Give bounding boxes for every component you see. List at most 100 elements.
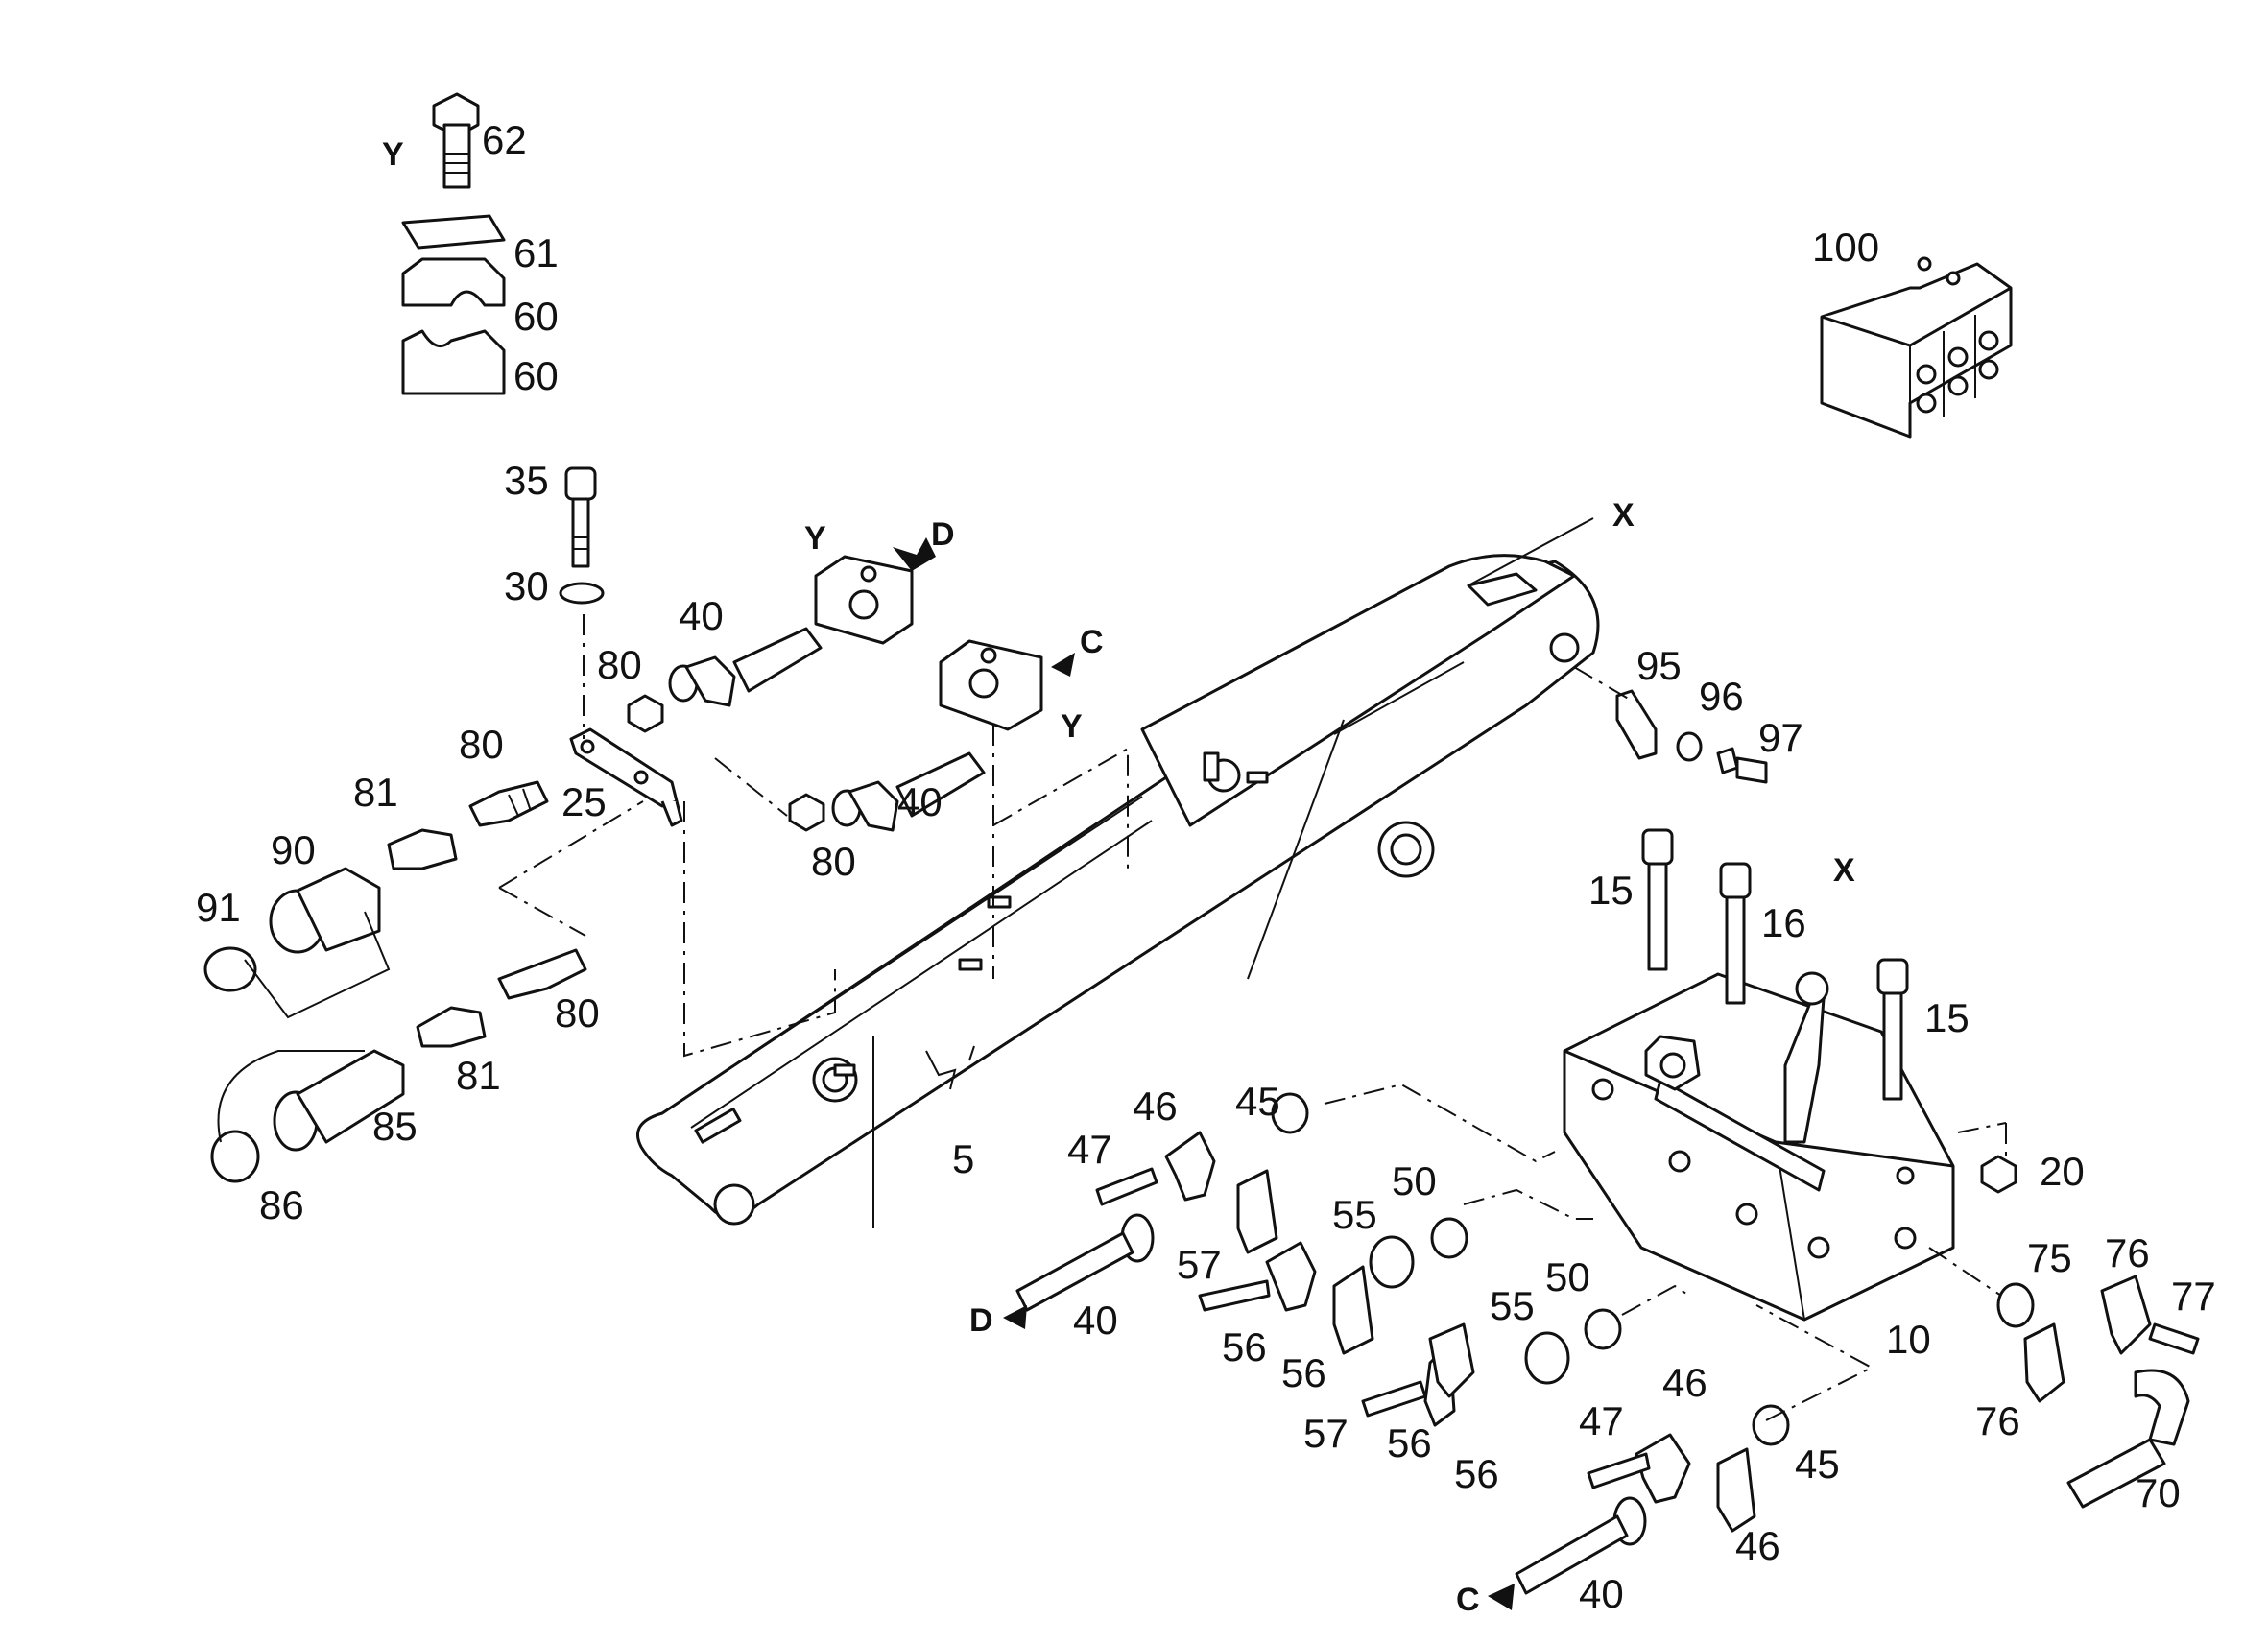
label-56b: 56 bbox=[1281, 1350, 1326, 1395]
fitting-40-lower-c bbox=[1515, 1496, 1647, 1595]
label-60a: 60 bbox=[513, 294, 559, 339]
flange-46c bbox=[1635, 1433, 1691, 1504]
label-90: 90 bbox=[271, 827, 316, 872]
cap-91 bbox=[203, 911, 391, 1019]
fitting-80c bbox=[468, 780, 549, 827]
arrow-d-top bbox=[893, 537, 936, 571]
top-clamp-assembly bbox=[401, 92, 506, 395]
label-76a: 76 bbox=[2105, 1230, 2150, 1275]
marker-y-clamp-c: Y bbox=[1061, 708, 1083, 745]
arrow-c-bottom bbox=[1488, 1584, 1515, 1610]
nut-80a bbox=[627, 694, 664, 733]
label-95: 95 bbox=[1636, 643, 1682, 688]
label-25: 25 bbox=[561, 779, 607, 824]
arrow-d-bottom bbox=[1003, 1305, 1027, 1329]
marker-c-top: C bbox=[1080, 624, 1104, 660]
flange-56a bbox=[1236, 1169, 1278, 1254]
fitting-81a bbox=[387, 828, 458, 870]
label-55b: 55 bbox=[1490, 1283, 1535, 1328]
seal-50a bbox=[1430, 1217, 1468, 1259]
seal-50b bbox=[1584, 1308, 1622, 1350]
label-80c: 80 bbox=[459, 722, 504, 767]
label-96: 96 bbox=[1699, 674, 1744, 719]
flange-46d bbox=[1716, 1447, 1756, 1533]
label-77: 77 bbox=[2171, 1274, 2216, 1319]
elbow-70 bbox=[2066, 1369, 2190, 1509]
washer-30 bbox=[559, 582, 605, 605]
label-46a: 46 bbox=[1133, 1084, 1178, 1129]
assembly-guide-lines bbox=[498, 517, 2007, 1421]
cap-86 bbox=[210, 1050, 365, 1183]
label-40d: 40 bbox=[1579, 1571, 1624, 1616]
label-35: 35 bbox=[504, 458, 549, 503]
pipe-clamp-c bbox=[939, 639, 1043, 731]
label-46c: 46 bbox=[1735, 1523, 1780, 1568]
marker-x-boom: X bbox=[1612, 497, 1635, 534]
screw-47b bbox=[1587, 1452, 1651, 1489]
flange-76a bbox=[2100, 1275, 2152, 1355]
marker-x-valve: X bbox=[1833, 852, 1855, 889]
screw-97 bbox=[1716, 747, 1768, 784]
fitting-40-lower-d bbox=[1015, 1213, 1155, 1312]
label-15a: 15 bbox=[1588, 868, 1634, 913]
valve-block-10 bbox=[1563, 971, 1955, 1322]
label-50a: 50 bbox=[1392, 1158, 1437, 1203]
label-61: 61 bbox=[513, 230, 559, 275]
label-30: 30 bbox=[504, 563, 549, 608]
label-62: 62 bbox=[482, 117, 527, 162]
marker-d-bottom: D bbox=[969, 1302, 993, 1339]
screw-15b bbox=[1876, 958, 1909, 1101]
nut-80b bbox=[788, 793, 825, 832]
screw-35 bbox=[564, 466, 597, 568]
fitting-40-upper-a bbox=[668, 627, 823, 707]
screw-77 bbox=[2148, 1322, 2200, 1355]
label-57b: 57 bbox=[1303, 1411, 1349, 1456]
valve-block-100 bbox=[1820, 256, 2013, 439]
seal-75 bbox=[1996, 1282, 2035, 1328]
label-16: 16 bbox=[1761, 900, 1806, 945]
coupler-85 bbox=[273, 1049, 405, 1152]
label-56c: 56 bbox=[1387, 1420, 1432, 1465]
label-57a: 57 bbox=[1177, 1242, 1222, 1287]
label-80b: 80 bbox=[811, 839, 856, 884]
label-75: 75 bbox=[2027, 1235, 2072, 1280]
label-60b: 60 bbox=[513, 353, 559, 398]
label-91: 91 bbox=[196, 885, 241, 930]
flange-56c bbox=[1332, 1265, 1374, 1355]
label-45b: 45 bbox=[1795, 1441, 1840, 1487]
flange-56b bbox=[1265, 1241, 1317, 1312]
screw-15a bbox=[1641, 828, 1674, 971]
pipe-clamp-d bbox=[814, 555, 914, 645]
label-86: 86 bbox=[259, 1182, 304, 1227]
flange-46b bbox=[1428, 1322, 1475, 1398]
label-80a: 80 bbox=[597, 642, 642, 687]
label-40a: 40 bbox=[679, 593, 724, 638]
marker-c-bottom: C bbox=[1456, 1582, 1480, 1618]
label-47b: 47 bbox=[1579, 1398, 1624, 1443]
seal-55a bbox=[1369, 1235, 1415, 1289]
label-55a: 55 bbox=[1332, 1192, 1377, 1237]
fitting-40-upper-b bbox=[831, 751, 986, 832]
label-100: 100 bbox=[1812, 225, 1879, 270]
label-81a: 81 bbox=[353, 770, 398, 815]
marker-y-clamp-d: Y bbox=[804, 520, 826, 557]
label-81b: 81 bbox=[456, 1053, 501, 1098]
label-47a: 47 bbox=[1067, 1127, 1112, 1172]
label-10: 10 bbox=[1886, 1317, 1931, 1362]
label-5: 5 bbox=[952, 1136, 974, 1181]
label-15b: 15 bbox=[1924, 995, 1970, 1040]
screw-57a bbox=[1198, 1279, 1271, 1312]
flange-76b bbox=[2023, 1322, 2065, 1403]
seal-55b bbox=[1524, 1331, 1570, 1385]
label-76b: 76 bbox=[1975, 1398, 2020, 1443]
screw-47a bbox=[1095, 1167, 1158, 1206]
label-97: 97 bbox=[1758, 715, 1803, 760]
label-56a: 56 bbox=[1222, 1324, 1267, 1370]
arrow-c-top bbox=[1051, 653, 1075, 677]
label-50b: 50 bbox=[1545, 1254, 1590, 1299]
bracket-25 bbox=[569, 727, 683, 827]
view-markers: Y Y Y X X D C D C bbox=[382, 136, 1855, 1618]
seal-45b bbox=[1752, 1404, 1790, 1446]
marker-d-top: D bbox=[931, 516, 955, 553]
